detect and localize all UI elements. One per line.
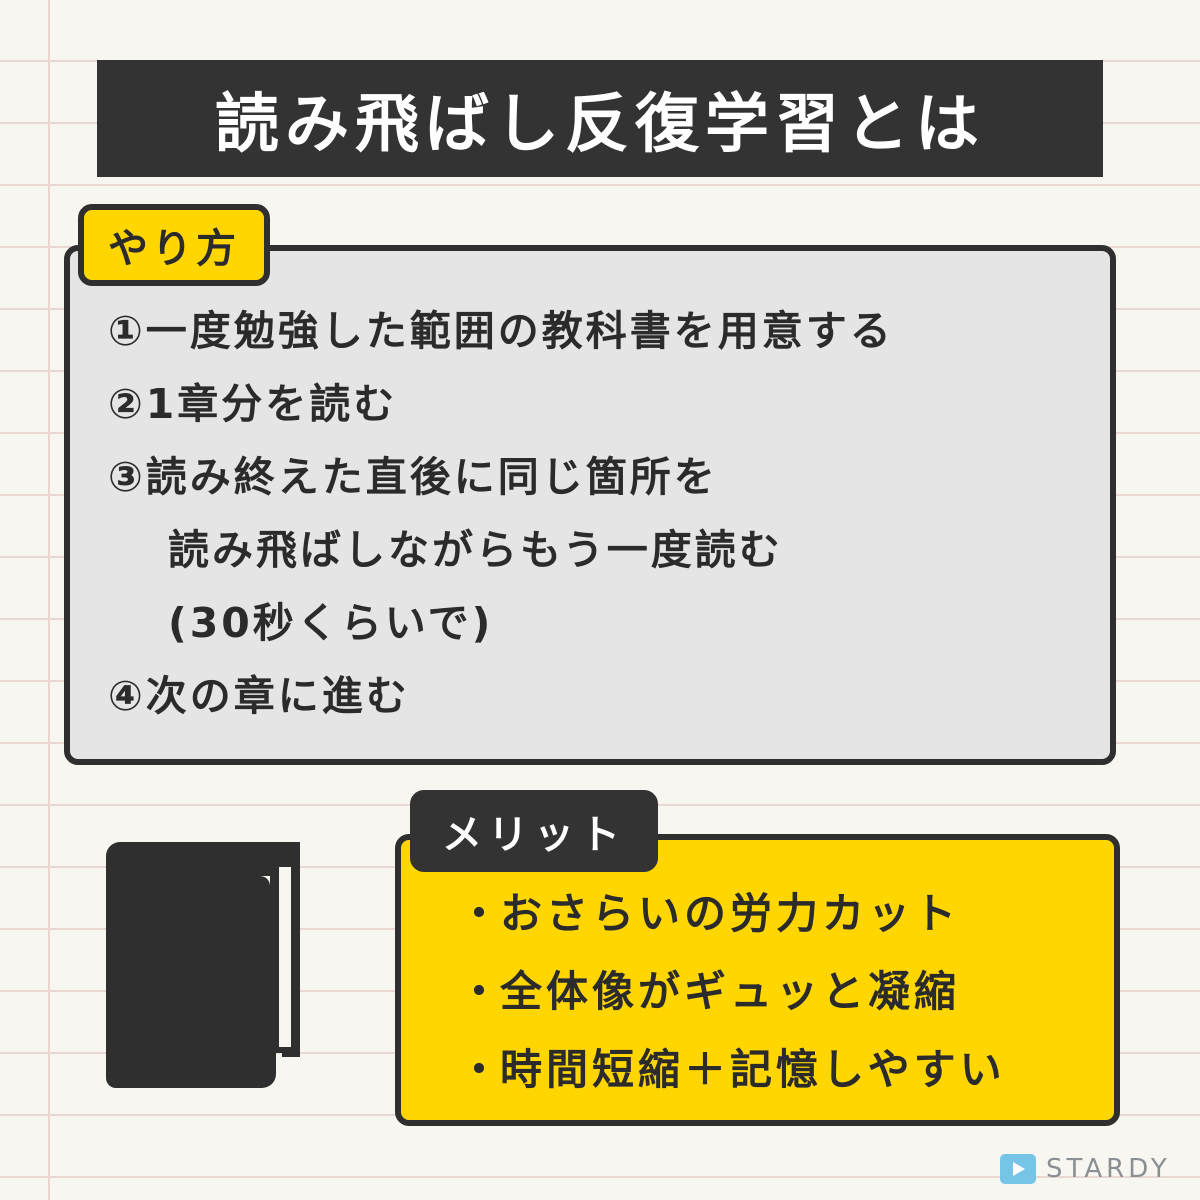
- logo-text: STARDY: [1046, 1154, 1171, 1184]
- merit-item: ・時間短縮＋記憶しやすい: [458, 1044, 1098, 1096]
- bullet: ・: [458, 889, 505, 938]
- howto-step-3-note: (30秒くらいで): [168, 599, 494, 647]
- howto-panel: [64, 245, 1116, 765]
- merit-item-text: 時間短縮＋記憶しやすい: [500, 1045, 1006, 1094]
- howto-step-2: ②1章分を読む: [108, 380, 398, 428]
- merit-item: ・全体像がギュッと凝縮: [458, 966, 1098, 1018]
- merit-item-text: 全体像がギュッと凝縮: [500, 967, 961, 1016]
- merit-item: ・おさらいの労力カット: [458, 888, 1098, 940]
- bullet: ・: [458, 967, 505, 1016]
- howto-list: ①一度勉強した範囲の教科書を用意する ②1章分を読む ③読み終えた直後に同じ箇所…: [108, 307, 1098, 745]
- howto-step-3: ③読み終えた直後に同じ箇所を: [108, 453, 718, 501]
- howto-step-4: ④次の章に進む: [108, 672, 410, 720]
- howto-step-1: ①一度勉強した範囲の教科書を用意する: [108, 307, 894, 355]
- merit-tag: メリット: [410, 790, 658, 872]
- merit-panel: [395, 834, 1120, 1126]
- brand-logo: STARDY: [1000, 1152, 1171, 1186]
- howto-step-3-cont: 読み飛ばしながらもう一度読む: [168, 526, 783, 574]
- bullet: ・: [458, 1045, 505, 1094]
- merit-item-text: おさらいの労力カット: [500, 889, 961, 938]
- play-icon: [1000, 1154, 1036, 1184]
- page-title: 読み飛ばし反復学習とは: [97, 60, 1103, 177]
- book-icon: [106, 842, 306, 1088]
- howto-tag: やり方: [78, 204, 270, 286]
- notebook-margin-line: [48, 0, 50, 1200]
- merit-list: ・おさらいの労力カット ・全体像がギュッと凝縮 ・時間短縮＋記憶しやすい: [458, 888, 1098, 1122]
